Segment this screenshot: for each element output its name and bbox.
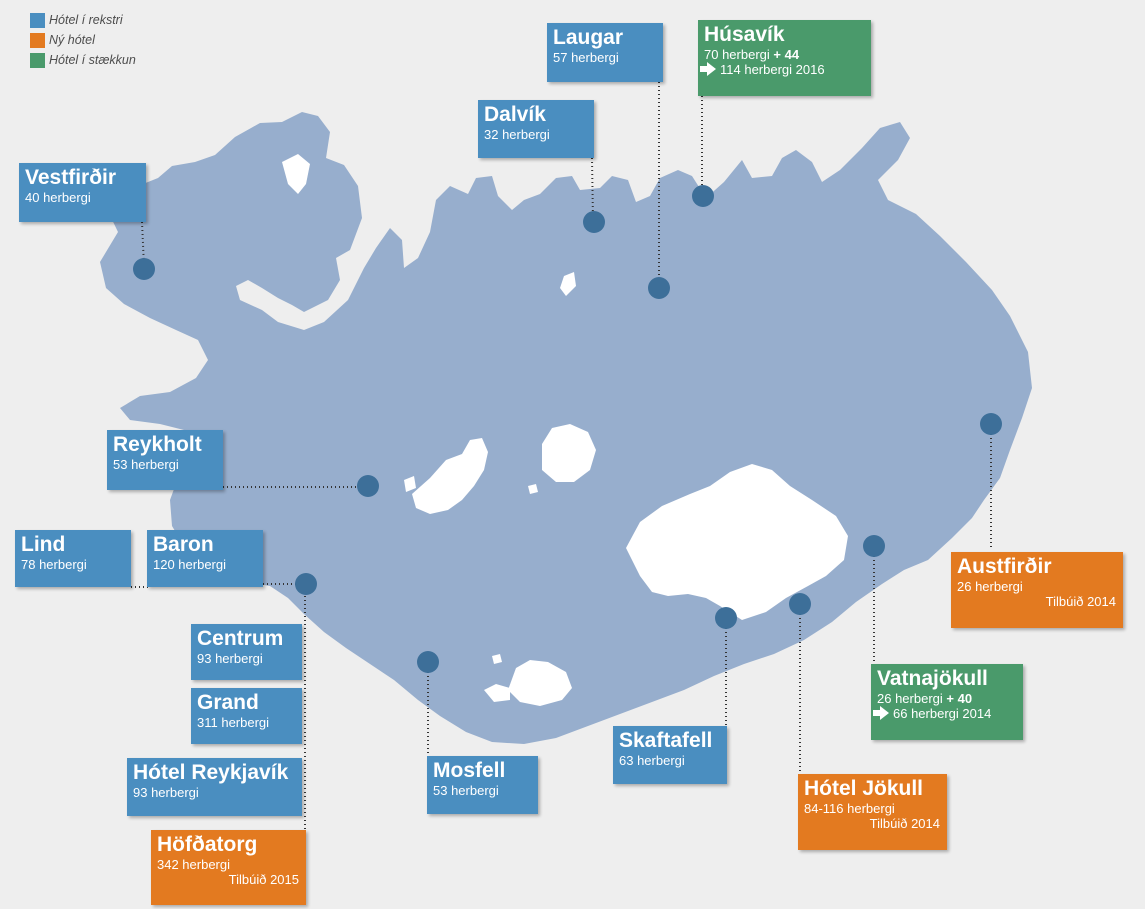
- hotel-name: Skaftafell: [619, 729, 713, 752]
- label-dalvik[interactable]: Dalvík 32 herbergi: [478, 100, 594, 158]
- hotel-name: Dalvík: [484, 103, 546, 126]
- hotel-name: Reykholt: [113, 433, 202, 456]
- hotel-rooms: 342 herbergi: [157, 857, 230, 872]
- hotel-name: Austfirðir: [957, 555, 1052, 578]
- hotel-ready: Tilbúið 2014: [1045, 594, 1116, 609]
- marker-jokull[interactable]: [789, 593, 811, 615]
- hotel-name: Hótel Jökull: [804, 777, 924, 800]
- marker-husavik[interactable]: [692, 185, 714, 207]
- hotel-name: Húsavík: [704, 23, 785, 46]
- hotel-rooms: 26 herbergi: [957, 579, 1023, 594]
- hotel-name: Baron: [153, 533, 214, 556]
- label-mosfell[interactable]: Mosfell 53 herbergi: [427, 756, 538, 814]
- connector-dalvik: [591, 157, 594, 223]
- hotel-rooms-line: 26 herbergi + 40: [877, 691, 1016, 706]
- label-hotel-jokull[interactable]: Hótel Jökull 84-116 herbergi Tilbúið 201…: [798, 774, 947, 850]
- legend: Hótel í rekstri Ný hótel Hótel í stækkun: [30, 10, 136, 70]
- hotel-name: Vatnajökull: [877, 667, 988, 690]
- hotel-name: Centrum: [197, 627, 284, 650]
- small-ice-3: [528, 484, 538, 494]
- hotel-name: Mosfell: [433, 759, 506, 782]
- langjokull-ice: [412, 438, 488, 514]
- hotel-rooms: 53 herbergi: [433, 783, 499, 798]
- hotel-name: Lind: [21, 533, 66, 556]
- marker-dalvik[interactable]: [583, 211, 605, 233]
- marker-austfirdir[interactable]: [980, 413, 1002, 435]
- hotel-ready: Tilbúið 2015: [228, 872, 299, 887]
- label-austfirdir[interactable]: Austfirðir 26 herbergi Tilbúið 2014: [951, 552, 1123, 628]
- hotel-name: Laugar: [553, 26, 624, 49]
- hotel-rooms-line: 70 herbergi + 44: [704, 47, 864, 62]
- marker-reykholt[interactable]: [357, 475, 379, 497]
- arrow-right-icon: [873, 706, 889, 720]
- hotel-name: Vestfirðir: [25, 166, 117, 189]
- hotel-expansion: 66 herbergi 2014: [893, 706, 992, 721]
- label-skaftafell[interactable]: Skaftafell 63 herbergi: [613, 726, 727, 784]
- hotel-rooms: 26 herbergi: [877, 691, 943, 706]
- hotel-name: Hótel Reykjavík: [133, 761, 289, 784]
- marker-laugar[interactable]: [648, 277, 670, 299]
- label-vestfirdir[interactable]: Vestfirðir 40 herbergi: [19, 163, 146, 222]
- hotel-rooms: 93 herbergi: [133, 785, 199, 800]
- marker-mosfell[interactable]: [417, 651, 439, 673]
- hotel-expansion: 114 herbergi 2016: [720, 62, 825, 77]
- label-husavik[interactable]: Húsavík 70 herbergi + 44 114 herbergi 20…: [698, 20, 871, 96]
- label-hofdatorg[interactable]: Höfðatorg 342 herbergi Tilbúið 2015: [151, 830, 306, 905]
- label-hotel-reykjavik[interactable]: Hótel Reykjavík 93 herbergi: [127, 758, 302, 816]
- hotel-rooms: 311 herbergi: [197, 715, 270, 730]
- marker-reykjavik[interactable]: [295, 573, 317, 595]
- label-vatnajokull[interactable]: Vatnajökull 26 herbergi + 40 66 herbergi…: [871, 664, 1023, 740]
- legend-label-in-operation: Hótel í rekstri: [49, 13, 123, 27]
- small-ice-4: [492, 654, 502, 664]
- marker-skaftafell[interactable]: [715, 607, 737, 629]
- hotel-rooms: 93 herbergi: [197, 651, 263, 666]
- hotel-extra-rooms: + 44: [773, 47, 800, 62]
- hotel-rooms: 78 herbergi: [21, 557, 87, 572]
- legend-item-expansion: Hótel í stækkun: [30, 50, 136, 70]
- hotel-rooms: 40 herbergi: [25, 190, 91, 205]
- label-reykholt[interactable]: Reykholt 53 herbergi: [107, 430, 223, 490]
- marker-vestfirdir[interactable]: [133, 258, 155, 280]
- myrdalsjokull-ice: [508, 660, 572, 706]
- hotel-rooms: 53 herbergi: [113, 457, 179, 472]
- legend-swatch-new-hotel: [30, 32, 45, 48]
- label-laugar[interactable]: Laugar 57 herbergi: [547, 23, 663, 82]
- hotel-rooms: 84-116 herbergi: [804, 801, 895, 816]
- label-grand[interactable]: Grand 311 herbergi: [191, 688, 302, 744]
- legend-swatch-expansion: [30, 52, 45, 68]
- hotel-rooms: 63 herbergi: [619, 753, 685, 768]
- small-ice-2: [404, 476, 416, 492]
- small-ice: [560, 272, 576, 296]
- vatnajokull-ice: [626, 464, 848, 620]
- drangajokull-ice: [282, 154, 310, 194]
- hotel-rooms: 70 herbergi: [704, 47, 770, 62]
- hotel-expansion-line: 114 herbergi 2016: [700, 62, 864, 78]
- hotel-rooms: 57 herbergi: [553, 50, 619, 65]
- hotel-extra-rooms: + 40: [946, 691, 973, 706]
- legend-item-new-hotel: Ný hótel: [30, 30, 136, 50]
- legend-item-in-operation: Hótel í rekstri: [30, 10, 136, 30]
- hotel-ready: Tilbúið 2014: [869, 816, 940, 831]
- hotel-rooms: 120 herbergi: [153, 557, 226, 572]
- legend-label-expansion: Hótel í stækkun: [49, 53, 136, 67]
- label-lind[interactable]: Lind 78 herbergi: [15, 530, 131, 587]
- marker-vatnajokull[interactable]: [863, 535, 885, 557]
- legend-label-new-hotel: Ný hótel: [49, 33, 95, 47]
- eyjafjallajokull-ice: [484, 684, 510, 702]
- legend-swatch-in-operation: [30, 12, 45, 28]
- hotel-name: Höfðatorg: [157, 833, 258, 856]
- hotel-rooms: 32 herbergi: [484, 127, 550, 142]
- hofsjokull-ice: [542, 424, 596, 482]
- arrow-right-icon: [700, 62, 716, 76]
- label-centrum[interactable]: Centrum 93 herbergi: [191, 624, 302, 680]
- label-baron[interactable]: Baron 120 herbergi: [147, 530, 263, 587]
- hotel-expansion-line: 66 herbergi 2014: [873, 706, 1016, 722]
- hotel-name: Grand: [197, 691, 259, 714]
